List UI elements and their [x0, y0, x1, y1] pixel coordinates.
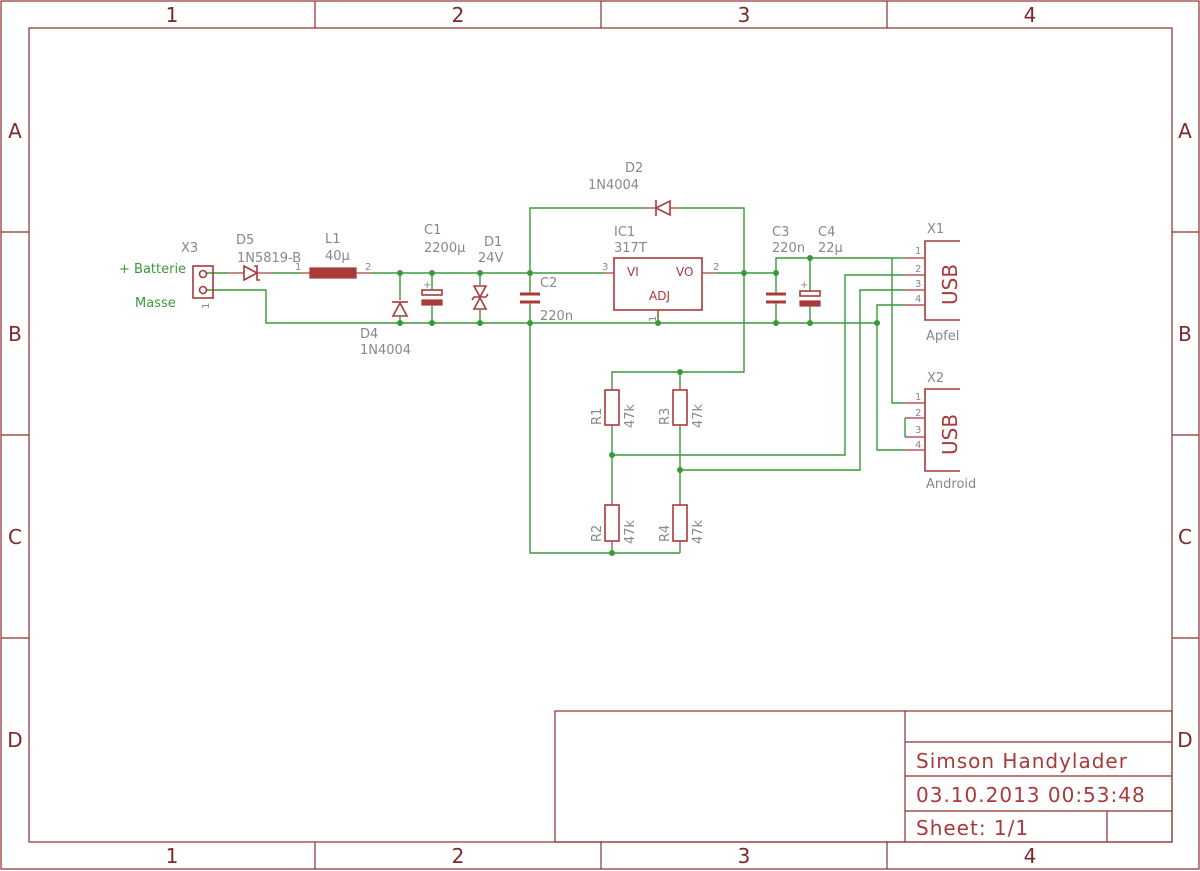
- diode-d4: D4 1N4004: [360, 273, 411, 358]
- diode-d2: D2 1N4004: [588, 161, 678, 217]
- zone-row-d-right: D: [1177, 728, 1192, 752]
- ic1-vo-label: VO: [676, 265, 693, 279]
- x2-pin3-number: 3: [915, 425, 921, 436]
- r1-value: 47k: [623, 403, 638, 428]
- net-label-battery-plus: + Batterie: [119, 262, 186, 277]
- title-block: [554, 710, 1173, 843]
- x2-pin2-number: 2: [915, 408, 921, 419]
- resistor-r4: R4 47k: [658, 500, 706, 546]
- resistor-r1: R1 47k: [590, 385, 638, 428]
- d2-name: D2: [625, 161, 643, 176]
- x1-usb-label: USB: [938, 264, 962, 305]
- usb-connector-x1: 1 2 3 4 USB X1 Apfel: [905, 222, 962, 344]
- l1-pin2-number: 2: [365, 262, 371, 273]
- x2-usb-label: USB: [938, 414, 962, 455]
- ic1-pin3-number: 3: [602, 262, 608, 273]
- x1-pin1-number: 1: [915, 246, 921, 257]
- zone-row-c-left: C: [8, 525, 22, 549]
- capacitor-c1: + C1 2200µ: [421, 223, 465, 323]
- zone-row-a-left: A: [8, 119, 22, 143]
- x1-value: Apfel: [926, 329, 959, 344]
- title-block-title: Simson Handylader: [916, 749, 1128, 773]
- c2-name: C2: [540, 276, 557, 291]
- x3-name: X3: [181, 241, 198, 256]
- x1-name: X1: [927, 222, 944, 237]
- d5-name: D5: [236, 233, 254, 248]
- capacitor-c2: C2 220n: [520, 273, 573, 324]
- d2-value: 1N4004: [588, 178, 639, 193]
- x2-value: Android: [926, 477, 976, 492]
- r3-name: R3: [658, 408, 673, 425]
- title-block-date: 03.10.2013 00:53:48: [916, 783, 1146, 807]
- zone-row-d-left: D: [7, 728, 22, 752]
- r2-name: R2: [590, 525, 605, 542]
- zone-row-c-right: C: [1178, 525, 1192, 549]
- zone-col-3-top: 3: [738, 3, 751, 27]
- x1-pin2-number: 2: [915, 264, 921, 275]
- x2-name: X2: [927, 371, 944, 386]
- c2-value: 220n: [540, 309, 573, 324]
- regulator-ic1: VI VO ADJ IC1 317T 3 2 1: [602, 225, 719, 322]
- ic1-adj-label: ADJ: [649, 289, 670, 303]
- zone-col-4-bottom: 4: [1024, 844, 1037, 868]
- c1-plus-sign: +: [423, 280, 431, 291]
- ic1-value: 317T: [614, 241, 647, 256]
- net-label-ground: Masse: [135, 296, 176, 311]
- ic1-pin2-number: 2: [713, 262, 719, 273]
- ic1-pin1-number: 1: [648, 316, 659, 322]
- d4-value: 1N4004: [360, 343, 411, 358]
- x2-pin4-number: 4: [915, 440, 921, 451]
- c4-name: C4: [818, 225, 835, 240]
- c3-value: 220n: [772, 241, 805, 256]
- d4-name: D4: [360, 327, 378, 342]
- c1-name: C1: [424, 223, 441, 238]
- resistor-r2: R2 47k: [590, 500, 638, 546]
- title-block-sheet: Sheet: 1/1: [916, 816, 1029, 840]
- l1-pin1-number: 1: [295, 262, 301, 273]
- capacitor-c3: C3 220n: [766, 225, 805, 310]
- d1-value: 24V: [478, 251, 504, 266]
- resistor-r3: R3 47k: [658, 385, 706, 428]
- zone-row-a-right: A: [1178, 119, 1192, 143]
- x2-pin1-number: 1: [915, 392, 921, 403]
- zone-col-1-top: 1: [166, 3, 179, 27]
- zone-col-1-bottom: 1: [166, 844, 179, 868]
- ic1-name: IC1: [614, 225, 635, 240]
- ic1-vi-label: VI: [627, 265, 639, 279]
- r3-value: 47k: [691, 403, 706, 428]
- r2-value: 47k: [623, 519, 638, 544]
- zone-row-b-left: B: [8, 322, 22, 346]
- tvs-diode-d1: D1 24V: [471, 235, 504, 323]
- usb-connector-x2: 1 2 3 4 USB X2 Android: [905, 371, 976, 492]
- zone-col-2-top: 2: [452, 3, 465, 27]
- zone-row-b-right: B: [1178, 322, 1192, 346]
- l1-name: L1: [325, 232, 341, 247]
- inductor-l1: L1 40µ 1 2: [295, 232, 372, 279]
- r1-name: R1: [590, 408, 605, 425]
- x1-pin3-number: 3: [915, 279, 921, 290]
- c4-plus-sign: +: [800, 280, 808, 291]
- wires: [206, 207, 906, 554]
- diode-d5: D5 1N5819-B: [228, 233, 301, 282]
- zone-col-4-top: 4: [1024, 3, 1037, 27]
- c1-value: 2200µ: [424, 241, 465, 256]
- zone-col-2-bottom: 2: [452, 844, 465, 868]
- c3-name: C3: [772, 225, 789, 240]
- x3-pin-number: 1: [201, 303, 212, 309]
- connector-x3: X3 1: [181, 241, 214, 309]
- r4-name: R4: [658, 525, 673, 542]
- junctions: [397, 255, 880, 556]
- d1-name: D1: [484, 235, 502, 250]
- l1-value: 40µ: [325, 249, 350, 264]
- r4-value: 47k: [691, 519, 706, 544]
- zone-col-3-bottom: 3: [738, 844, 751, 868]
- capacitor-c4: + C4 22µ: [799, 225, 843, 310]
- x1-pin4-number: 4: [915, 294, 921, 305]
- c4-value: 22µ: [818, 241, 843, 256]
- d5-value: 1N5819-B: [237, 251, 301, 266]
